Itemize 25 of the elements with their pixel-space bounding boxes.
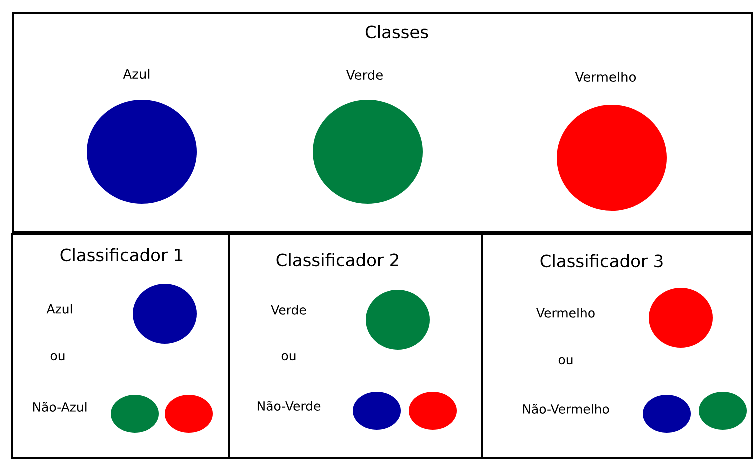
class-label: Não-Azul xyxy=(33,402,87,412)
class-label: Vermelho xyxy=(575,72,636,82)
class-circle xyxy=(366,290,430,350)
class-circle xyxy=(409,392,457,430)
class-label: ou xyxy=(558,357,573,365)
class-circle xyxy=(133,284,197,344)
class-label: Não-Vermelho xyxy=(523,404,610,414)
panel-title: Classificador 3 xyxy=(540,254,663,268)
class-circle xyxy=(649,288,713,348)
class-label: Verde xyxy=(346,70,383,80)
class-label: Azul xyxy=(46,304,72,314)
class-label: Verde xyxy=(271,305,306,315)
class-label: Vermelho xyxy=(536,308,595,318)
class-circle xyxy=(111,395,159,433)
class-label: ou xyxy=(50,353,65,361)
panel-title: Classes xyxy=(366,25,428,39)
class-circle xyxy=(643,395,691,433)
panel-title: Classificador 1 xyxy=(60,248,183,262)
class-circle xyxy=(353,392,401,430)
panel-title: Classificador 2 xyxy=(276,253,398,267)
class-label: Não-Verde xyxy=(258,401,321,411)
class-circle xyxy=(165,395,213,433)
class-label: Azul xyxy=(123,68,150,80)
class-circle xyxy=(699,392,747,430)
class-label: ou xyxy=(282,353,296,361)
